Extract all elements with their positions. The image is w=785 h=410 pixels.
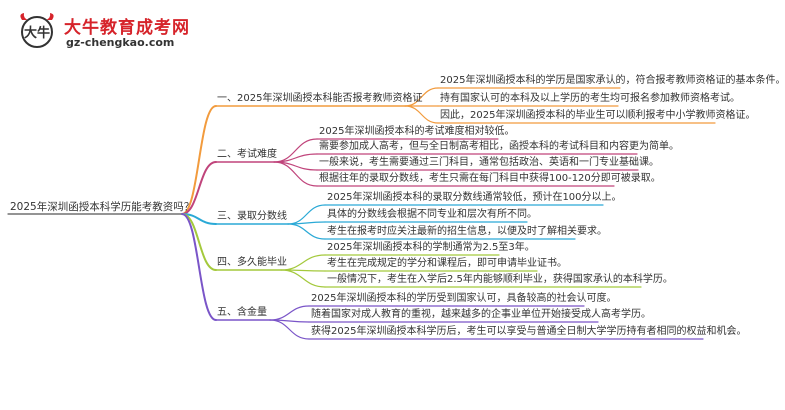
site-logo[interactable]: 大牛 大牛教育成考网 gz-chengkao.com [14, 10, 214, 54]
leaf-value-3: 获得2025年深圳函授本科学历后，考生可以享受与普通全日制大学学历持有者相同的权… [311, 326, 747, 337]
leaf-connector-5-1 [269, 305, 310, 321]
leaf-connector-4-1 [280, 254, 326, 271]
leaf-cutoff-2: 具体的分数线会根据不同专业和层次有所不同。 [327, 209, 537, 220]
brand-name: 大牛教育成考网 [64, 18, 190, 38]
leaf-difficulty-2: 需要参加成人高考，但与全日制高考相比，函授本科的考试科目和内容更为简单。 [319, 141, 679, 152]
branch-label-cutoff-score: 三、录取分数线 [217, 211, 287, 222]
mindmap-root-label: 2025年深圳函授本科学历能考教资吗？ [10, 201, 195, 213]
leaf-difficulty-4: 根据往年的录取分数线，考生只需在每门科目中获得100-120分即可被录取。 [319, 173, 661, 184]
branch-connector-1 [181, 105, 217, 215]
leaf-difficulty-3: 一般来说，考生需要通过三门科目，通常包括政治、英语和一门专业基础课。 [319, 157, 659, 168]
branch-label-eligibility: 一、2025年深圳函授本科能否报考教师资格证 [217, 93, 423, 104]
emblem-lettering: 大牛 [24, 25, 50, 41]
branch-label-graduation-time: 四、多久能毕业 [217, 257, 287, 268]
leaf-value-1: 2025年深圳函授本科的学历受到国家认可，具备较高的社会认可度。 [311, 293, 617, 304]
branch-label-value: 五、含金量 [217, 307, 267, 318]
leaf-connector-4-3 [280, 269, 326, 288]
mindmap-canvas [7, 87, 716, 340]
leaf-cutoff-1: 2025年深圳函授本科的录取分数线通常较低，预计在100分以上。 [327, 192, 622, 203]
leaf-connector-5-3 [269, 319, 310, 340]
leaf-connector-3-1 [287, 204, 326, 225]
leaf-graduation-1: 2025年深圳函授本科的学制通常为2.5至3年。 [327, 242, 535, 253]
leaf-eligibility-3: 因此，2025年深圳函授本科的毕业生可以顺利报考中小学教师资格证。 [440, 110, 756, 121]
leaf-graduation-3: 一般情况下，考生在入学后2.5年内能够顺利毕业，获得国家承认的本科学历。 [327, 274, 673, 285]
leaf-connector-2-4 [273, 161, 318, 187]
branch-connector-5 [181, 213, 217, 321]
bull-logo-icon: 大牛 [20, 13, 54, 48]
leaf-difficulty-1: 2025年深圳函授本科的考试难度相对较低。 [319, 126, 515, 137]
branch-label-difficulty: 二、考试难度 [217, 149, 277, 160]
leaf-connector-3-3 [287, 223, 326, 240]
leaf-connector-1-3 [404, 105, 439, 124]
brand-url: gz-chengkao.com [66, 36, 175, 49]
leaf-graduation-2: 考生在完成规定的学分和课程后，即可申请毕业证书。 [327, 258, 567, 269]
leaf-value-2: 随着国家对成人教育的重视，越来越多的企事业单位开始接受成人高考学历。 [311, 309, 651, 320]
leaf-cutoff-3: 考生在报考时应关注最新的招生信息，以便及时了解相关要求。 [327, 226, 607, 237]
leaf-eligibility-1: 2025年深圳函授本科的学历是国家承认的，符合报考教师资格证的基本条件。 [440, 75, 785, 86]
leaf-eligibility-2: 持有国家认可的本科及以上学历的考生均可报名参加教师资格考试。 [440, 93, 740, 104]
branch-connector-2 [181, 161, 217, 215]
